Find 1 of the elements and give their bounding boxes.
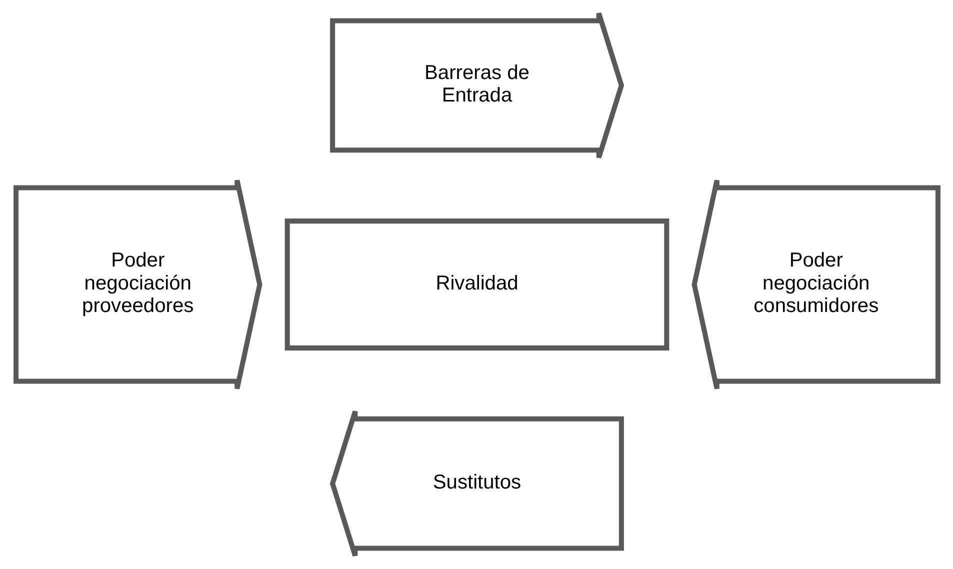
node-box: Rivalidad [284, 218, 669, 350]
